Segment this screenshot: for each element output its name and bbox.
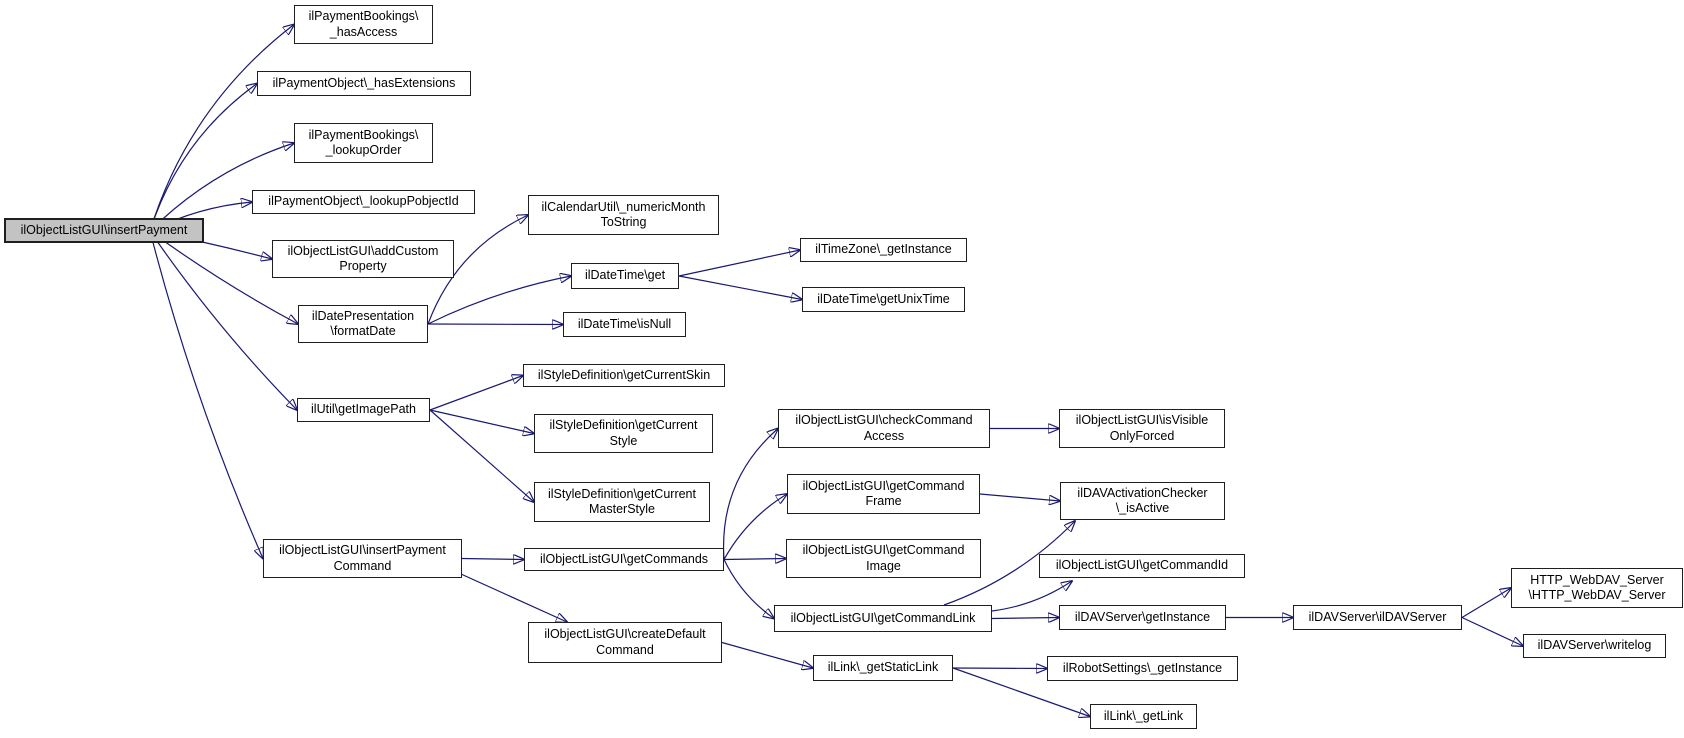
edge-getStaticLink-to-robotSettingsGetInstance (952, 668, 1047, 669)
edge-getCommandFrame-to-davActivationIsActive (979, 493, 1060, 501)
edge-createDefaultCommand-to-getStaticLink (721, 641, 813, 669)
graph-node-linkGetLink[interactable]: ilLink\_getLink (1090, 704, 1197, 729)
edge-getCommandLink-to-davGetInstance (991, 618, 1059, 619)
edge-davServerCtor-to-writelog (1461, 616, 1523, 647)
graph-node-getStaticLink[interactable]: ilLink\_getStaticLink (813, 655, 953, 681)
graph-node-checkCommandAccess[interactable]: ilObjectListGUI\checkCommand Access (778, 409, 990, 448)
graph-node-robotSettingsGetInstance[interactable]: ilRobotSettings\_getInstance (1047, 656, 1238, 681)
graph-node-addCustomProperty[interactable]: ilObjectListGUI\addCustom Property (272, 240, 454, 278)
edge-davServerCtor-to-httpWebdavServer (1461, 588, 1511, 619)
edge-insertPaymentCommand-to-getCommands (461, 559, 524, 560)
graph-node-hasExtensions[interactable]: ilPaymentObject\_hasExtensions (257, 71, 471, 96)
edge-getCommands-to-getCommandFrame (723, 494, 787, 560)
graph-node-davServerCtor[interactable]: ilDAVServer\ilDAVServer (1293, 605, 1462, 630)
edge-getImagePath-to-getCurrentSkin (429, 376, 523, 411)
edge-insertPayment-to-hasAccess (149, 25, 294, 232)
graph-node-getCurrentSkin[interactable]: ilStyleDefinition\getCurrentSkin (523, 364, 725, 387)
edge-getCommands-to-getCommandImage (723, 559, 786, 560)
graph-node-getCommandLink[interactable]: ilObjectListGUI\getCommandLink (774, 605, 992, 632)
graph-node-davActivationIsActive[interactable]: ilDAVActivationChecker \_isActive (1060, 482, 1225, 520)
graph-node-getImagePath[interactable]: ilUtil\getImagePath (297, 398, 430, 422)
edge-getImagePath-to-getCurrentStyle (429, 409, 534, 434)
edge-getCommands-to-checkCommandAccess (722, 429, 778, 560)
graph-node-writelog[interactable]: ilDAVServer\writelog (1523, 634, 1666, 658)
graph-node-getCommandImage[interactable]: ilObjectListGUI\getCommand Image (786, 539, 981, 578)
edge-insertPayment-to-insertPaymentCommand (149, 230, 263, 559)
edge-formatDate-to-isNull (427, 324, 563, 325)
edge-dateTimeGet-to-timeZoneGetInstance (678, 250, 800, 277)
graph-node-isNull[interactable]: ilDateTime\isNull (563, 312, 686, 337)
graph-node-httpWebdavServer[interactable]: HTTP_WebDAV_Server \HTTP_WebDAV_Server (1511, 568, 1683, 608)
edge-insertPayment-to-hasExtensions (149, 84, 257, 232)
graph-node-getCommandId[interactable]: ilObjectListGUI\getCommandId (1039, 554, 1245, 578)
edge-dateTimeGet-to-getUnixTime (678, 275, 802, 300)
edge-getImagePath-to-getCurrentMasterStyle (429, 409, 534, 502)
graph-node-dateTimeGet[interactable]: ilDateTime\get (571, 263, 679, 289)
graph-node-isVisibleOnlyForced[interactable]: ilObjectListGUI\isVisible OnlyForced (1059, 409, 1225, 448)
edge-getCommandLink-to-getCommandId (991, 581, 1072, 612)
graph-node-formatDate[interactable]: ilDatePresentation \formatDate (298, 305, 428, 343)
graph-node-insertPayment: ilObjectListGUI\insertPayment (4, 218, 204, 243)
graph-node-timeZoneGetInstance[interactable]: ilTimeZone\_getInstance (800, 238, 967, 262)
edge-getCommandLink-to-davActivationIsActive (943, 521, 1075, 606)
graph-node-davGetInstance[interactable]: ilDAVServer\getInstance (1059, 605, 1226, 630)
graph-node-getCommandFrame[interactable]: ilObjectListGUI\getCommand Frame (787, 474, 980, 514)
graph-node-getCommands[interactable]: ilObjectListGUI\getCommands (524, 548, 724, 571)
edge-getCommands-to-getCommandLink (723, 559, 774, 619)
graph-node-getCurrentStyle[interactable]: ilStyleDefinition\getCurrent Style (534, 414, 713, 453)
edge-insertPayment-to-formatDate (149, 230, 298, 324)
edge-insertPayment-to-lookupOrder (149, 143, 294, 232)
graph-node-getCurrentMasterStyle[interactable]: ilStyleDefinition\getCurrent MasterStyle (534, 482, 710, 522)
edge-insertPayment-to-getImagePath (149, 230, 297, 410)
graph-node-lookupOrder[interactable]: ilPaymentBookings\ _lookupOrder (294, 123, 433, 163)
graph-node-hasAccess[interactable]: ilPaymentBookings\ _hasAccess (294, 5, 433, 44)
edge-formatDate-to-numericMonthToString (427, 215, 528, 325)
edge-getStaticLink-to-linkGetLink (952, 667, 1090, 717)
graph-node-createDefaultCommand[interactable]: ilObjectListGUI\createDefault Command (528, 622, 722, 663)
graph-node-lookupPobjectId[interactable]: ilPaymentObject\_lookupPobjectId (252, 190, 475, 214)
graph-node-insertPaymentCommand[interactable]: ilObjectListGUI\insertPayment Command (263, 539, 462, 578)
graph-node-getUnixTime[interactable]: ilDateTime\getUnixTime (802, 287, 965, 312)
edge-formatDate-to-dateTimeGet (427, 276, 571, 325)
graph-node-numericMonthToString[interactable]: ilCalendarUtil\_numericMonth ToString (528, 195, 719, 235)
